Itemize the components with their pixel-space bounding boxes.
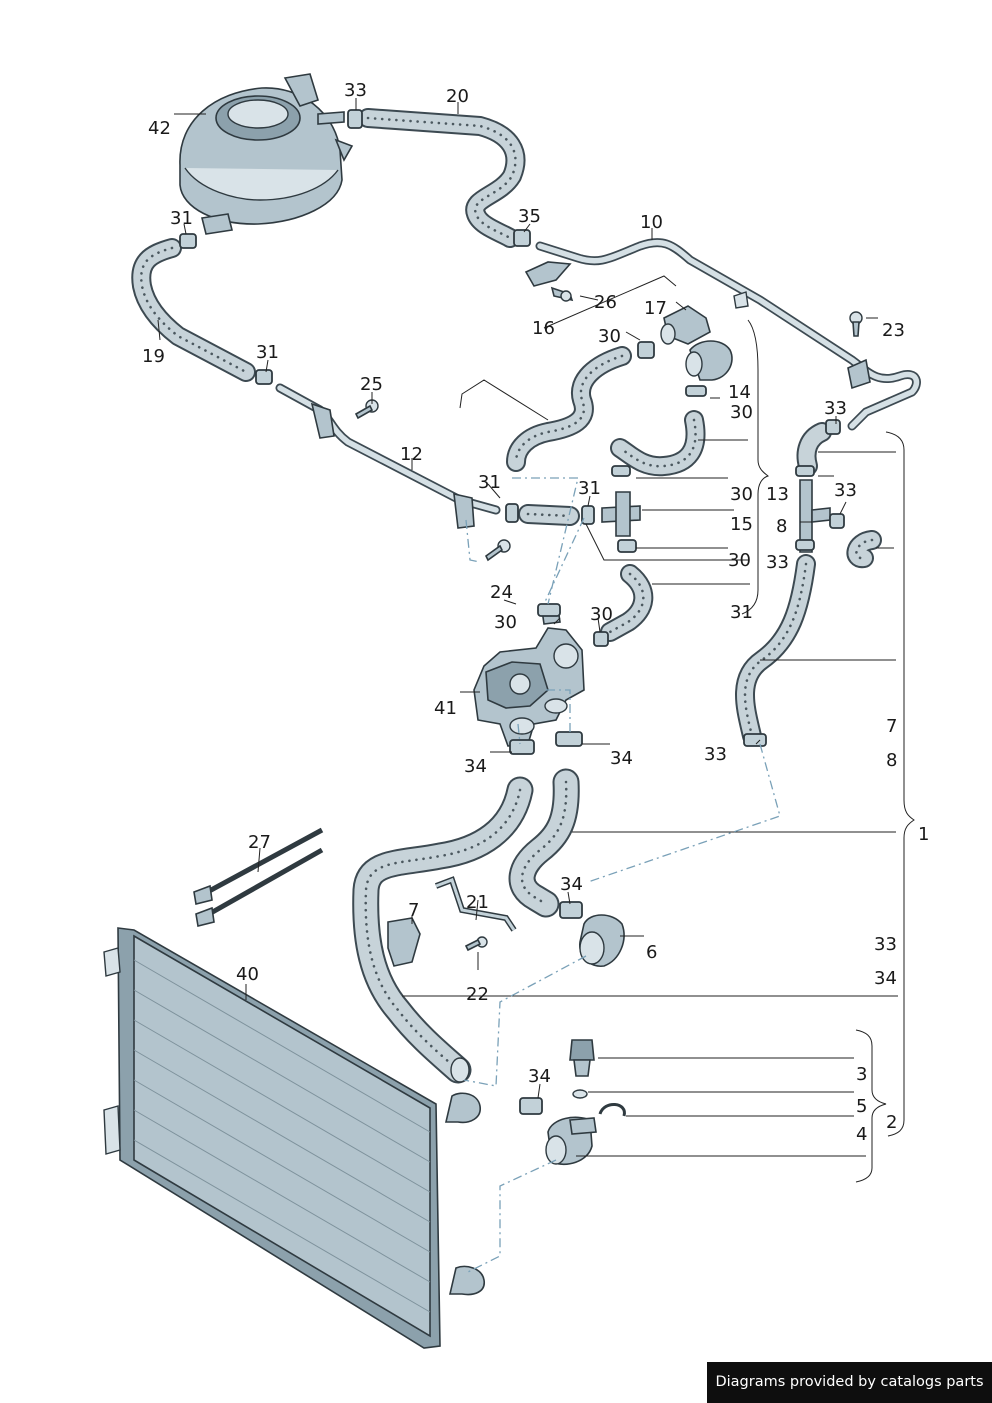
bolt-icon [849, 311, 863, 337]
radiator [103, 927, 485, 1349]
callout-30: 30 [728, 550, 751, 571]
callout-10: 10 [640, 212, 663, 233]
hose-pump [600, 564, 654, 642]
hose-7 [735, 554, 816, 746]
callout-34: 34 [610, 748, 633, 769]
callout-6: 6 [646, 942, 657, 963]
radiator-hose-left [352, 776, 534, 1084]
callout-30: 30 [598, 326, 621, 347]
callout-19: 19 [142, 346, 165, 367]
callout-33: 33 [704, 744, 727, 765]
callout-33: 33 [824, 398, 847, 419]
callout-20: 20 [446, 86, 469, 107]
callout-33: 33 [344, 80, 367, 101]
callout-30: 30 [494, 612, 517, 633]
connector-4 [545, 1116, 597, 1166]
hose-19 [131, 238, 256, 382]
callout-15: 15 [730, 514, 753, 535]
callout-30: 30 [730, 402, 753, 423]
credit-footer: Diagrams provided by catalogs parts [707, 1362, 992, 1403]
radiator-hose-right [508, 768, 580, 918]
hose-short [518, 504, 580, 526]
callout-31: 31 [478, 472, 501, 493]
callout-27: 27 [248, 832, 271, 853]
callout-33: 33 [766, 552, 789, 573]
callout-8: 8 [886, 750, 897, 771]
callout-33: 33 [834, 480, 857, 501]
assembly-lines [463, 477, 781, 1273]
expansion-tank [179, 73, 354, 235]
callout-16: 16 [532, 318, 555, 339]
callout-1: 1 [918, 824, 929, 845]
hose-16 [506, 346, 632, 472]
bolt-icon [550, 286, 574, 302]
callout-17: 17 [644, 298, 667, 319]
callout-7: 7 [408, 900, 419, 921]
callout-34: 34 [528, 1066, 551, 1087]
connector-17 [660, 305, 711, 345]
callout-7: 7 [886, 716, 897, 737]
callout-31: 31 [170, 208, 193, 229]
callout-13: 13 [766, 484, 789, 505]
callout-34: 34 [874, 968, 897, 989]
coolant-pipe-lower [275, 383, 501, 529]
callout-33: 33 [874, 934, 897, 955]
callout-34: 34 [560, 874, 583, 895]
callout-5: 5 [856, 1096, 867, 1117]
callout-2: 2 [886, 1112, 897, 1133]
coolant-pipe-upper [524, 238, 921, 431]
cable-ties [193, 827, 324, 927]
callout-25: 25 [360, 374, 383, 395]
callout-30: 30 [730, 484, 753, 505]
callout-34: 34 [464, 756, 487, 777]
bracket-21 [434, 876, 517, 932]
hose-8-upper [796, 422, 832, 476]
callout-24: 24 [490, 582, 513, 603]
callout-35: 35 [518, 206, 541, 227]
callout-3: 3 [856, 1064, 867, 1085]
elbow-14 [685, 340, 733, 381]
callout-42: 42 [148, 118, 171, 139]
callout-labels: 42 33 20 31 35 10 26 17 23 16 30 19 31 2… [142, 80, 929, 1145]
callout-23: 23 [882, 320, 905, 341]
callout-41: 41 [434, 698, 457, 719]
hose-20 [358, 108, 526, 248]
bracket-7 [387, 917, 421, 967]
callout-31: 31 [578, 478, 601, 499]
callout-21: 21 [466, 892, 489, 913]
callout-31: 31 [730, 602, 753, 623]
t-piece-15 [601, 491, 641, 537]
bolt-icon [464, 936, 488, 952]
callout-26: 26 [594, 292, 617, 313]
seal-5 [572, 1089, 588, 1099]
callout-31: 31 [256, 342, 279, 363]
sensor-3 [569, 1039, 595, 1077]
callout-14: 14 [728, 382, 751, 403]
callout-22: 22 [466, 984, 489, 1005]
connector-6 [579, 914, 625, 967]
leader-lines [157, 98, 915, 1183]
callout-12: 12 [400, 444, 423, 465]
callout-30: 30 [590, 604, 613, 625]
bolt-icon [484, 539, 511, 562]
hose-clamp-icon [179, 109, 845, 1115]
callout-4: 4 [856, 1124, 867, 1145]
thermostat-housing [473, 607, 585, 747]
retaining-clip [598, 1103, 626, 1117]
callout-8: 8 [776, 516, 787, 537]
hose-8-side [846, 530, 882, 569]
hose-14 [610, 410, 706, 477]
bolt-icon [354, 399, 379, 420]
callout-40: 40 [236, 964, 259, 985]
